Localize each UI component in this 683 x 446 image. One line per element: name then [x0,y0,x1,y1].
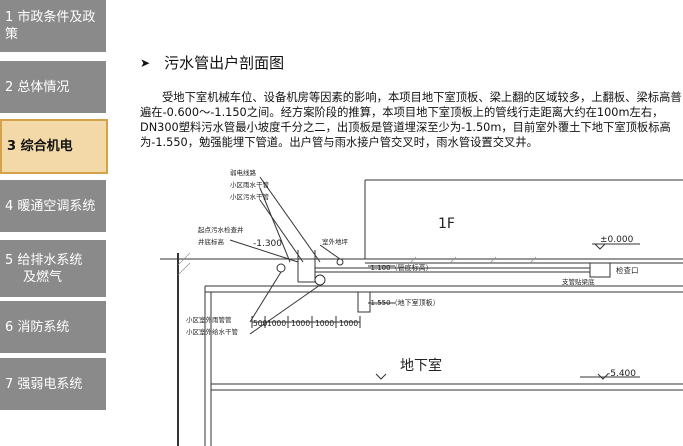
callout-weak-line: 弱电线路 [230,168,257,177]
callout-exterior-floor: 室外地坪 [322,237,349,246]
dimension-label: 1000 [267,319,286,328]
callout-well-top: 起点污水检查井 [198,225,244,234]
sidebar-item-fire[interactable]: 6 消防系统 [0,301,108,353]
room-label-1f: 1F [438,216,455,232]
sidebar-item-hvac[interactable]: 4 暖通空调系统 [0,180,108,232]
sidebar-item-plumbing[interactable]: 5 给排水系统 及燃气 [0,240,108,297]
sewage-section-drawing: 1F 地下室 ±0.000 -1.100（管底标高） -1.550（地下室顶板）… [110,0,683,446]
sidebar: 1 市政条件及政策 2 总体情况 3 综合机电 4 暖通空调系统 5 给排水系统… [0,0,110,446]
arrow-bullet-icon: ➤ [140,55,151,70]
dimension-label: 1000 [291,319,310,328]
sidebar-item-label: 5 给排水系统 [5,252,83,268]
sidebar-item-label: 2 总体情况 [5,79,70,95]
sidebar-item-overview[interactable]: 2 总体情况 [0,61,108,113]
sidebar-item-label: 1 市政条件及政策 [5,10,96,42]
callout-check-port: 检查口 [616,265,639,275]
callout-beam-bottom: 支管贴梁底 [562,277,595,286]
dimension-label: 500 [253,319,268,328]
sidebar-item-label: 3 综合机电 [7,139,73,154]
callout-well-bottom: 井底标高 [198,237,225,246]
elevation-zero: ±0.000 [600,235,634,245]
dimension-label: 1000 [339,319,358,328]
dimension-label: 1000 [315,319,334,328]
elevation-slab: -1.550（地下室顶板） [368,298,440,307]
callout-rain-main: 小区雨水干管 [230,180,270,189]
sidebar-item-municipal[interactable]: 1 市政条件及政策 [0,0,108,52]
sidebar-item-label: 4 暖通空调系统 [5,198,96,214]
elevation-pipe-bottom: -1.100（管底标高） [368,263,433,272]
main-content: ➤ 污水管出户剖面图 受地下室机械车位、设备机房等因素的影响，本项目地下室顶板、… [110,0,683,446]
callout-rain-branch: 小区室外雨管管 [186,315,232,324]
sidebar-item-sublabel: 及燃气 [23,269,63,285]
elevation-well: -1.300 [253,239,282,249]
sidebar-item-mep[interactable]: 3 综合机电 [0,119,108,174]
page-title: 污水管出户剖面图 [164,54,285,72]
sidebar-item-label: 6 消防系统 [5,319,70,335]
section-title: ➤ 污水管出户剖面图 [140,52,284,73]
sidebar-item-label: 7 强弱电系统 [5,376,83,392]
sidebar-item-electrical[interactable]: 7 强弱电系统 [0,358,108,410]
description-paragraph: 受地下室机械车位、设备机房等因素的影响，本项目地下室顶板、梁上翻的区域较多，上翻… [140,91,682,149]
callout-sewage-main: 小区污水干管 [230,192,270,201]
elevation-basement: -5.400 [607,369,636,379]
callout-water-main: 小区室外给水干管 [186,327,239,336]
room-label-basement: 地下室 [400,357,442,374]
